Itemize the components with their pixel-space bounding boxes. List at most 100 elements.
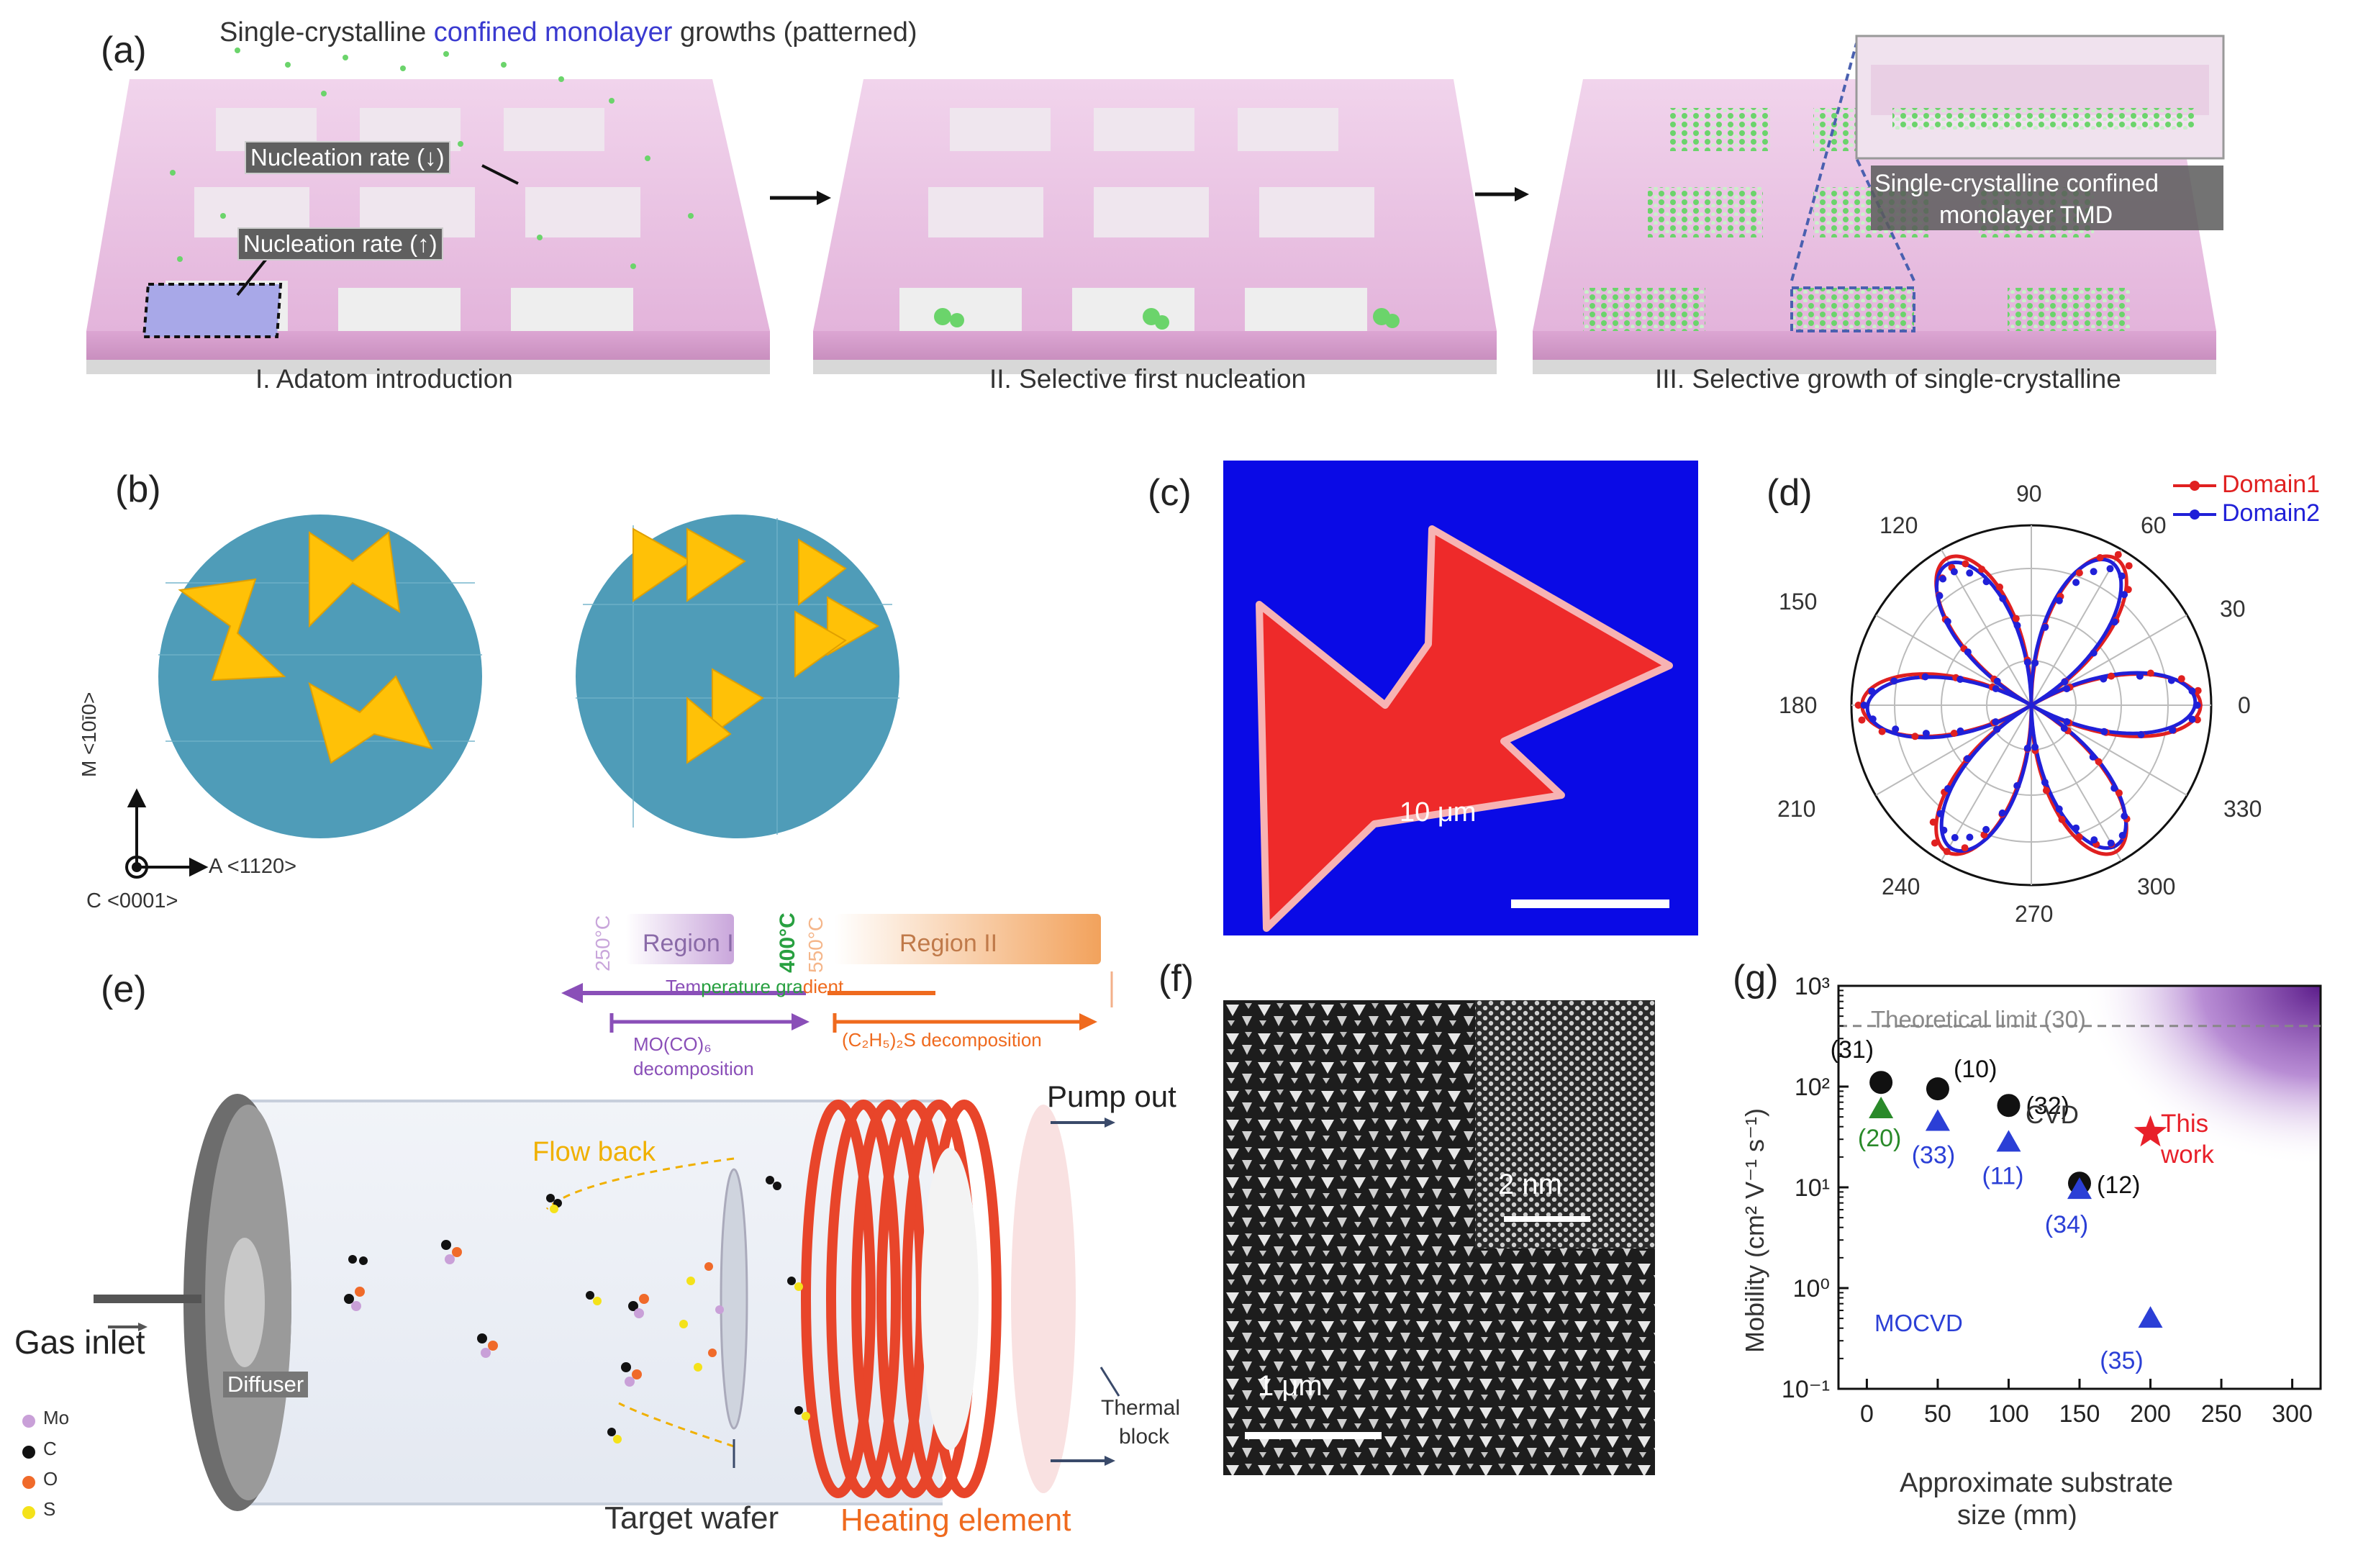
temperature-gradient: Temperature gradient bbox=[666, 976, 843, 998]
target-wafer bbox=[720, 1168, 748, 1430]
precursor-molecules bbox=[344, 1176, 810, 1444]
scale-2nm: 2 nm bbox=[1498, 1169, 1562, 1200]
highlighted-cell bbox=[142, 283, 283, 338]
atom-legend bbox=[22, 1415, 35, 1519]
domain1-point bbox=[2095, 758, 2103, 766]
chart-xlabel-1: Approximate substrate bbox=[1900, 1468, 2174, 1498]
domain2-point bbox=[1936, 810, 1944, 817]
angle-180: 180 bbox=[1779, 692, 1818, 718]
temp-400: 400°C bbox=[776, 912, 799, 973]
domain2-point bbox=[2031, 743, 2039, 751]
panel-e-illustration bbox=[22, 914, 1120, 1519]
y-tick-label: 10⁰ bbox=[1793, 1275, 1830, 1302]
hrtem-inset bbox=[1475, 1000, 1655, 1248]
domain2-point bbox=[2089, 753, 2097, 761]
domain1-point bbox=[1978, 566, 1986, 574]
domain2-point bbox=[2060, 725, 2068, 732]
flow-back: Flow back bbox=[532, 1137, 656, 1167]
frame-3 bbox=[1533, 35, 2225, 374]
pump-out: Pump out bbox=[1047, 1079, 1176, 1113]
angle-330: 330 bbox=[2223, 796, 2262, 822]
panel-e-label: (e) bbox=[101, 969, 147, 1010]
this-work-region bbox=[2055, 986, 2321, 1187]
frame-2 bbox=[813, 79, 1497, 374]
domain2-point bbox=[1892, 725, 1900, 733]
domain2-point bbox=[1966, 569, 1974, 577]
x-tick-label: 100 bbox=[1988, 1400, 2029, 1428]
domain2-point bbox=[1860, 702, 1868, 709]
gradient-post: dient bbox=[802, 976, 844, 997]
domain1-point bbox=[1996, 583, 2003, 591]
domain2-point bbox=[2041, 779, 2049, 787]
domain2-point bbox=[2110, 618, 2118, 626]
thermal-block bbox=[1011, 1105, 1076, 1493]
x-tick-label: 150 bbox=[2059, 1400, 2100, 1428]
x-tick-label: 0 bbox=[1860, 1400, 1874, 1428]
gradient-pre: Tem bbox=[666, 976, 702, 997]
panel-f-label: (f) bbox=[1158, 958, 1194, 1000]
diffuser bbox=[225, 1238, 265, 1367]
domain1-point bbox=[1950, 730, 1958, 737]
domain1-point bbox=[1911, 733, 1919, 740]
domain1-point bbox=[2114, 550, 2122, 558]
chart-ylabel: Mobility (cm² V⁻¹ s⁻¹) bbox=[1740, 1108, 1769, 1353]
domain1-point bbox=[2075, 833, 2083, 840]
panel-g-label: (g) bbox=[1733, 958, 1779, 1000]
domain2-point bbox=[2121, 812, 2128, 820]
step-arrow-2 bbox=[1475, 187, 1529, 201]
axis-a-label: A <1120> bbox=[209, 855, 297, 878]
heating-element-label: Heating element bbox=[840, 1503, 1071, 1538]
domain1-point bbox=[2193, 716, 2201, 724]
domain2-point bbox=[1964, 755, 1972, 763]
panel-c-image bbox=[1223, 461, 1698, 935]
data-point-label: (12) bbox=[2097, 1172, 2140, 1199]
domain1-point bbox=[2124, 586, 2132, 594]
domain1-point bbox=[1931, 839, 1938, 847]
data-point-star bbox=[2133, 1115, 2167, 1147]
domain2-point bbox=[1966, 833, 1974, 841]
domain2-point bbox=[2188, 687, 2196, 695]
panel-b-label: (b) bbox=[115, 468, 161, 510]
domain2-point bbox=[2193, 702, 2201, 709]
heading-blue: confined monolayer bbox=[433, 17, 673, 47]
angle-60: 60 bbox=[2141, 512, 2167, 538]
y-tick-label: 10⁻¹ bbox=[1782, 1376, 1830, 1403]
panel-a-label: (a) bbox=[101, 30, 147, 71]
temp-250: 250°C bbox=[591, 915, 614, 971]
domain2-point bbox=[1922, 730, 1930, 738]
data-point-circle bbox=[1997, 1094, 2021, 1118]
panel-c-scale: 10 μm bbox=[1400, 797, 1477, 828]
domain2-point bbox=[2106, 565, 2114, 573]
domain2-point bbox=[1982, 578, 1990, 586]
step-1-label: I. Adatom introduction bbox=[255, 364, 513, 394]
domain2-point bbox=[2188, 715, 2196, 723]
domain2-point bbox=[1944, 785, 1951, 792]
domain2-point bbox=[1951, 834, 1959, 841]
domain1-point bbox=[1858, 716, 1866, 724]
domain2-point bbox=[1939, 575, 1947, 583]
data-point-circle bbox=[1869, 1071, 1893, 1095]
legend-domain1: Domain1 bbox=[2222, 471, 2321, 498]
domain2-point bbox=[1992, 685, 2000, 692]
data-point-label: (31) bbox=[1831, 1036, 1874, 1064]
domain2-point bbox=[2023, 744, 2031, 752]
domain1-point bbox=[2177, 675, 2185, 683]
domain2-point bbox=[1940, 826, 1948, 834]
heading-post: growths (patterned) bbox=[672, 17, 917, 47]
domain1-point bbox=[2146, 669, 2154, 677]
domain2-point bbox=[2090, 568, 2098, 576]
domain2-point bbox=[1998, 809, 2006, 817]
angle-270: 270 bbox=[2015, 901, 2054, 927]
domain2-point bbox=[2090, 649, 2098, 657]
scale-bar bbox=[1511, 899, 1669, 908]
scale-1um: 1 μm bbox=[1258, 1370, 1323, 1402]
domain2-point bbox=[2063, 718, 2071, 725]
thermal-block-1: Thermal bbox=[1101, 1396, 1181, 1420]
angle-120: 120 bbox=[1879, 512, 1918, 538]
domain2-point bbox=[2013, 622, 2021, 630]
data-point-label: (11) bbox=[1982, 1162, 2023, 1189]
panel-c-label: (c) bbox=[1148, 472, 1192, 514]
angle-150: 150 bbox=[1779, 589, 1818, 615]
domain2-point bbox=[2110, 784, 2118, 792]
y-tick-label: 10³ bbox=[1795, 973, 1830, 1000]
